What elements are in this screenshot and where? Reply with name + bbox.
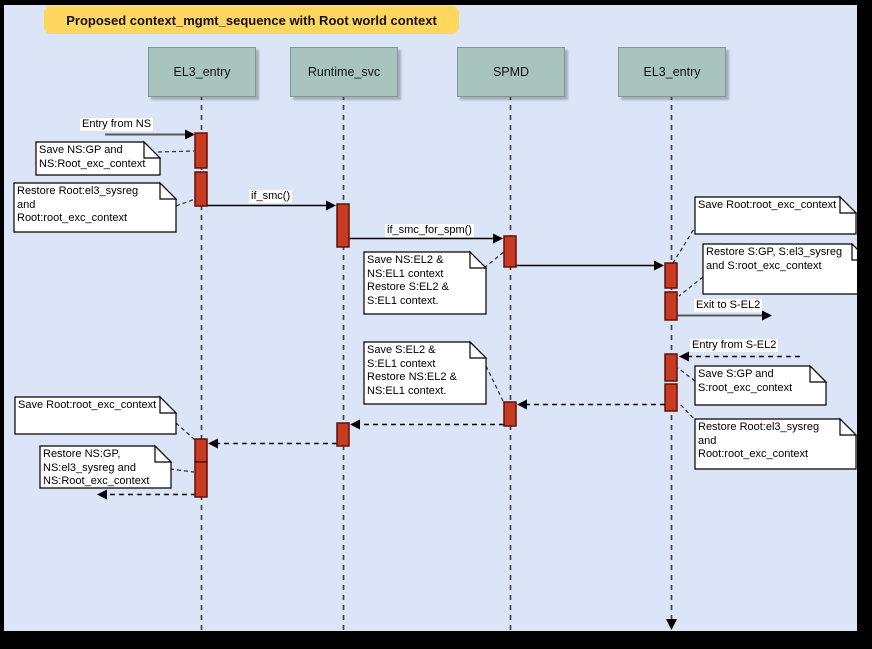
note-connector-7 [485, 365, 505, 404]
note-connector-1 [175, 198, 196, 207]
message-arrowhead-0 [185, 129, 195, 140]
note-fold-5 [809, 364, 828, 383]
note-connector-3 [672, 223, 698, 264]
note-fold-8 [159, 395, 178, 414]
note-shape-2 [363, 251, 487, 315]
frame-border-left [0, 0, 4, 649]
note-fold-3 [839, 195, 858, 214]
activation-bar-2 [194, 438, 208, 463]
diagram-canvas [4, 5, 857, 631]
note-fold-9 [154, 444, 173, 463]
activation-bar-3 [194, 461, 208, 498]
activation-bar-9 [664, 291, 678, 321]
message-arrowhead-7 [350, 419, 360, 430]
activation-bar-5 [336, 422, 350, 447]
frame-border-bottom [0, 631, 872, 649]
note-shape-5 [694, 365, 827, 406]
note-shape-0 [35, 141, 161, 176]
note-fold-0 [143, 140, 162, 159]
note-fold-6 [839, 417, 858, 436]
note-shape-1 [13, 182, 177, 233]
activation-bar-8 [664, 262, 678, 289]
activation-bar-1 [194, 171, 208, 207]
note-shape-8 [14, 396, 177, 435]
note-fold-1 [159, 181, 178, 200]
note-connector-8 [175, 422, 196, 441]
note-fold-2 [469, 250, 488, 269]
note-connector-0 [157, 150, 195, 153]
message-arrowhead-2 [493, 233, 503, 244]
note-shape-4 [702, 243, 869, 295]
message-arrowhead-8 [208, 438, 218, 449]
frame-border-right [857, 0, 872, 649]
message-arrowhead-3 [654, 260, 664, 271]
note-connector-5 [677, 367, 696, 382]
message-arrowhead-5 [679, 351, 689, 362]
note-shape-9 [39, 445, 172, 489]
note-shape-7 [363, 341, 487, 405]
activation-bar-10 [664, 353, 678, 382]
activation-bar-11 [664, 383, 678, 412]
activation-bar-6 [503, 235, 517, 268]
note-shape-6 [694, 418, 857, 470]
message-arrowhead-9 [97, 489, 107, 500]
note-connector-4 [678, 276, 704, 297]
note-connector-9 [169, 468, 195, 473]
message-arrowhead-1 [326, 200, 336, 211]
note-shape-3 [694, 196, 857, 235]
activation-bar-0 [194, 132, 208, 169]
activation-bar-4 [336, 203, 350, 248]
note-connector-6 [678, 402, 699, 424]
message-arrowhead-4 [762, 310, 772, 321]
note-connector-2 [483, 250, 506, 269]
note-fold-7 [469, 340, 488, 359]
frame-border-top [0, 0, 872, 5]
lifeline-end-arrowhead [666, 619, 677, 630]
message-arrowhead-6 [517, 399, 527, 410]
activation-bar-7 [503, 401, 517, 427]
